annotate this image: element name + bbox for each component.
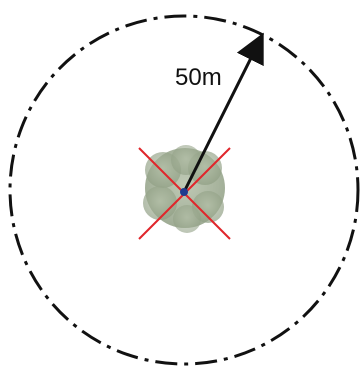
radius-label: 50m <box>175 64 222 91</box>
center-point <box>180 188 188 196</box>
radius-arrow <box>184 38 261 192</box>
